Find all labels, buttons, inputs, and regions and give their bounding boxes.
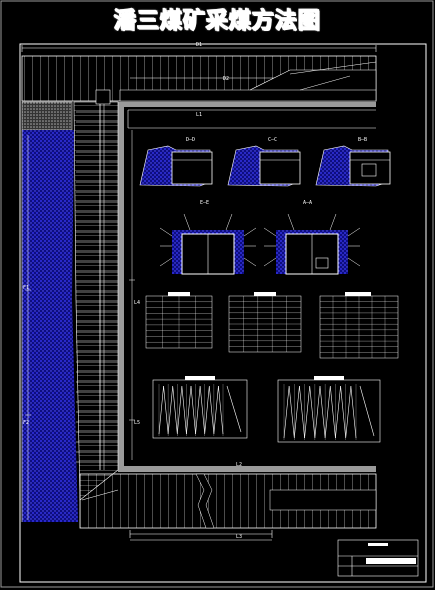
dim-top-span: D1 (196, 42, 203, 48)
dim-right-top: D2 (223, 76, 230, 82)
section-a-a (263, 213, 361, 275)
title-block-name (366, 558, 416, 564)
dim-mid-lower: L5 (134, 420, 141, 426)
bottom-dimension (129, 530, 273, 541)
gob-block (21, 101, 73, 131)
dim-bottom-span: L3 (236, 534, 243, 540)
cycle-chart-right-title (314, 376, 344, 380)
inner-frame (19, 43, 427, 583)
section-d-d (139, 145, 213, 187)
dim-mid-upper: L4 (134, 300, 141, 306)
table-left-title (168, 292, 190, 296)
dim-left-upper: F1 (23, 285, 30, 291)
top-dimension (21, 45, 377, 52)
left-dimension (25, 135, 31, 520)
lower-roadway-right (269, 489, 377, 511)
section-label-e-e: E—E (200, 200, 210, 206)
mid-dimension (129, 130, 135, 460)
section-b-b (315, 145, 391, 187)
drawing-title: 潘三煤矿采煤方法图 (113, 9, 321, 35)
cycle-chart-left (152, 379, 248, 439)
shearer (95, 89, 111, 105)
title-block (337, 539, 419, 577)
dim-upper-road: L1 (196, 112, 203, 118)
section-label-d-d: D—D (186, 137, 196, 143)
lower-roadway-break (195, 473, 215, 529)
coal-seam (22, 130, 78, 522)
table-mid-title (254, 292, 276, 296)
cycle-chart-right (277, 379, 381, 443)
section-label-c-c: C—C (268, 137, 278, 143)
working-face (73, 101, 119, 501)
dim-left-lower: F2 (23, 420, 30, 426)
dim-lower-road: L2 (236, 462, 243, 468)
upper-road-dimension (127, 109, 376, 129)
title-block-head (368, 543, 388, 546)
title-bar: 潘三煤矿采煤方法图 (0, 0, 435, 38)
section-label-a-a: A—A (303, 200, 313, 206)
lower-gray-wall (118, 466, 376, 472)
section-e-e (159, 213, 257, 275)
section-label-b-b: B—B (358, 137, 368, 143)
section-c-c (227, 145, 301, 187)
table-right-title (345, 292, 371, 296)
cycle-chart-left-title (185, 376, 215, 380)
